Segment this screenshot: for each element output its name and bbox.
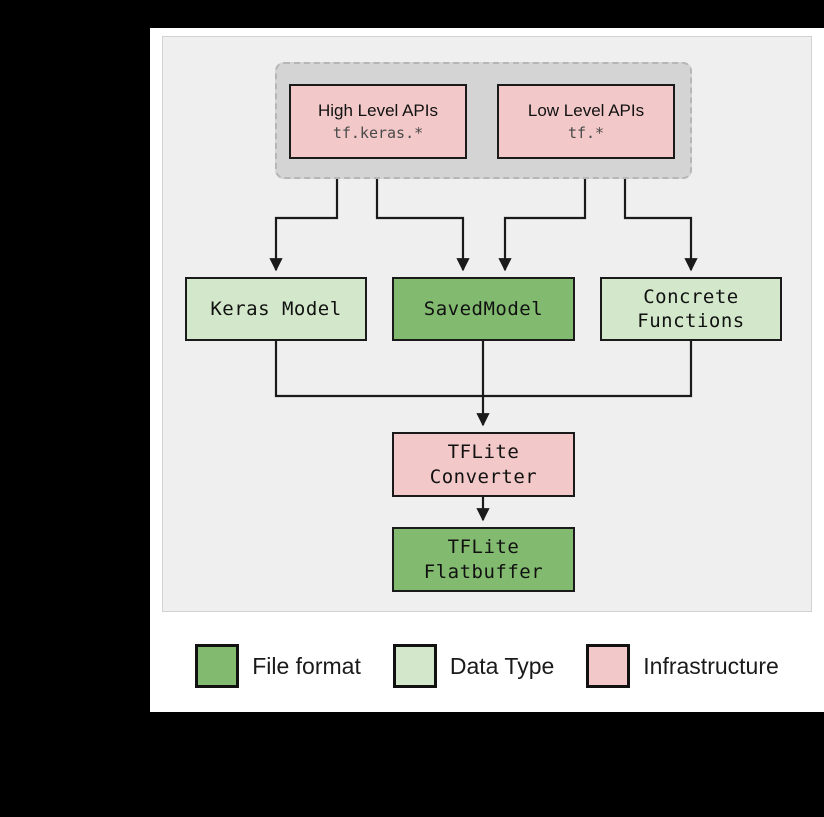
node-tflite-flatbuffer-title-line1: TFLite [447,536,520,559]
node-low-level-apis-subtitle: tf.* [567,123,605,142]
node-keras-model-title: Keras Model [210,297,342,320]
node-high-level-apis[interactable]: High Level APIs tf.keras.* [289,84,467,159]
node-concrete-functions[interactable]: Concrete Functions [600,277,782,341]
node-concrete-functions-title-line2: Functions [637,310,745,332]
legend-item-data-type: Data Type [392,644,555,688]
node-high-level-apis-title: High Level APIs [317,100,438,120]
legend-label-infrastructure: Infrastructure [643,652,779,679]
node-low-level-apis[interactable]: Low Level APIs tf.* [497,84,675,159]
legend-label-file-format: File format [252,652,361,679]
node-tflite-flatbuffer[interactable]: TFLite Flatbuffer [392,527,575,592]
node-tflite-flatbuffer-title-line2: Flatbuffer [423,560,544,583]
node-high-level-apis-subtitle: tf.keras.* [332,123,424,142]
legend-item-file-format: File format [195,644,361,688]
legend-label-data-type: Data Type [449,652,555,679]
legend-swatch-infrastructure [586,644,631,688]
node-savedmodel-title: SavedModel [423,297,544,320]
node-low-level-apis-title: Low Level APIs [527,100,645,120]
legend: File format Data Type Infrastructure [162,640,812,692]
node-savedmodel[interactable]: SavedModel [392,277,575,341]
node-tflite-converter[interactable]: TFLite Converter [392,432,575,497]
node-concrete-functions-title-line1: Concrete [643,285,739,308]
node-keras-model[interactable]: Keras Model [185,277,367,341]
legend-item-infrastructure: Infrastructure [586,644,779,688]
node-tflite-converter-title-line1: TFLite [447,441,520,464]
node-tflite-converter-title-line2: Converter [429,465,538,488]
legend-swatch-data-type [392,644,437,688]
legend-swatch-file-format [195,644,240,688]
